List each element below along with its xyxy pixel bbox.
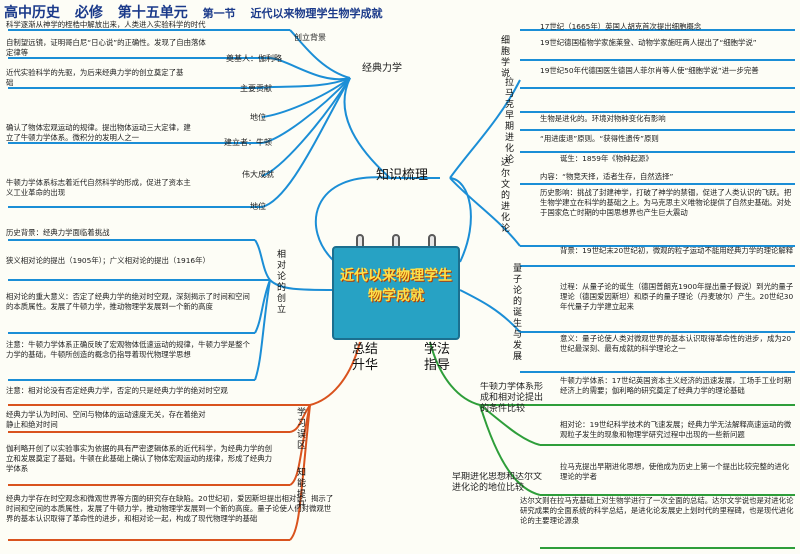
branch-compare2: 早期进化思想和达尔文进化论的地位比较 <box>452 472 542 493</box>
compare2-lamarck: 拉马克提出早期进化思想，使他成为历史上第一个提出比较完整的进化理论的学者 <box>560 462 790 481</box>
classical-status2-label: 地位 <box>250 202 266 211</box>
branch-quantum: 量子论的诞生与发展 <box>512 264 522 362</box>
center-board-panel: 近代以来物理学生物学成就 <box>332 246 460 340</box>
quantum-meaning: 意义：量子论使人类对微观世界的基本认识取得革命性的进步，成为20世纪最深刻、最有… <box>560 334 792 353</box>
relativity-proposal: 狭义相对论的提出（1905年）；广义相对论的提出（1916年） <box>6 256 210 265</box>
relativity-significance: 相对论的重大意义：否定了经典力学的绝对时空观，深刻揭示了时间和空间的本质属性。发… <box>6 292 250 311</box>
header-course: 必修 <box>74 5 103 21</box>
compare1-newton: 牛顿力学体系：17世纪英国资本主义经济的迅速发展，工场手工业时期经济上的需要；伽… <box>560 376 792 395</box>
classical-founder-label: 奠基人：伽利略 <box>226 54 282 63</box>
cell-p2: 19世纪德国植物学家施莱登、动物学家施旺两人提出了“细胞学说” <box>540 38 757 47</box>
classical-contrib-label: 主要贡献 <box>240 84 272 93</box>
header-subject: 高中历史 <box>4 5 60 21</box>
improve-p1: 伽利略开创了以实验事实为依据的具有严密逻辑体系的近代科学，为经典力学的创立和发展… <box>6 444 273 473</box>
branch-method: 学法指导 <box>424 342 451 373</box>
center-board: 近代以来物理学生物学成就 <box>332 234 462 342</box>
center-title: 近代以来物理学生物学成就 <box>340 268 452 304</box>
branch-lamarck: 拉马克早期进化论 <box>504 78 514 165</box>
classical-contrib: 近代实验科学的先驱，为后来经典力学的创立奠定了基础 <box>6 68 184 87</box>
darwin-content: 内容：“物竞天择，适者生存，自然选择” <box>540 172 674 181</box>
classical-achieve: 确认了物体宏观运动的规律。提出物体运动三大定律，建立了牛顿力学体系。微积分的发明… <box>6 123 191 142</box>
darwin-birth: 诞生：1859年《物种起源》 <box>560 154 653 163</box>
darwin-impact: 历史影响：挑战了封建神学，打破了神学的禁锢，促进了人类认识的飞跃。把生物学建立在… <box>540 188 792 217</box>
header-section: 第一节 <box>202 7 236 20</box>
header-unit: 第十五单元 <box>117 5 188 21</box>
quantum-process: 过程：从量子论的诞生（德国普朗克1900年提出量子假说）到光的量子理论（德国爱因… <box>560 282 794 311</box>
branch-misunderstand: 学习误区 <box>296 408 306 451</box>
page-header: 高中历史 必修 第十五单元 第一节 近代以来物理学生物学成就 <box>4 2 393 22</box>
branch-knowledge: 知识梳理 <box>376 168 429 183</box>
header-topic: 近代以来物理学生物学成就 <box>250 7 383 20</box>
relativity-bg: 历史背景：经典力学面临着挑战 <box>6 228 110 237</box>
cell-p3: 19世纪50年代德国医生德国人菲尔肖等人使“细胞学说”进一步完善 <box>540 66 759 75</box>
classical-status-label: 地位 <box>250 113 266 122</box>
classical-bg1: 科学逐渐从神学的桎梏中解放出来，人类进入实验科学的时代 <box>6 20 206 29</box>
branch-compare1: 牛顿力学体系形成和相对论提出的条件比较 <box>480 382 544 414</box>
misunderstand-point: 经典力学认为时间、空间与物体的运动速度无关，存在着绝对静止和绝对时间 <box>6 410 206 429</box>
classical-bg2: 自制望远镜，证明哥白尼“日心说”的正确性。发现了自由落体定律等 <box>6 38 206 57</box>
lamarck-p2: “用进废退”原则。“获得性遗传”原则 <box>540 134 659 143</box>
branch-improve: 知能提升 <box>296 468 306 511</box>
branch-relativity: 相对论的创立 <box>276 250 286 315</box>
lamarck-p1: 生物是进化的。环境对物种变化有影响 <box>540 114 666 123</box>
classical-status: 牛顿力学体系标志着近代自然科学的形成，促进了资本主义工业革命的出现 <box>6 178 191 197</box>
branch-cell: 细胞学说 <box>500 36 510 79</box>
quantum-bg: 背景：19世纪末20世纪初，微观的粒子运动不能用经典力学的理论解释 <box>560 246 794 255</box>
classical-bg-label: 创立背景 <box>294 33 326 42</box>
compare1-relativity: 相对论：19世纪科学技术的飞速发展；经典力学无法解释高速运动的微观粒子发生的现象… <box>560 420 792 439</box>
branch-classical: 经典力学 <box>362 63 402 74</box>
relativity-note: 注意：牛顿力学体系正确反映了宏观物体低速运动的规律，牛顿力学是整个力学的基础，牛… <box>6 340 250 359</box>
compare2-darwin: 达尔文则在拉马克基础上对生物学进行了一次全面的总结。达尔文学说也是对进化论研究成… <box>520 496 794 525</box>
improve-p2: 经典力学存在时空观念和微观世界等方面的研究存在缺陷。20世纪初，爱因斯坦提出相对… <box>6 494 334 523</box>
classical-achieve-label: 伟大成就 <box>242 170 274 179</box>
cell-p1: 17世纪（1665年）英国人胡克首次提出细胞概念 <box>540 22 702 31</box>
misunderstand-note: 注意：相对论没有否定经典力学，否定的只是经典力学的绝对时空观 <box>6 386 228 395</box>
branch-darwin: 达尔文的进化论 <box>500 158 510 234</box>
branch-summary: 总结升华 <box>352 342 379 373</box>
classical-builder-label: 建立者：牛顿 <box>224 138 272 147</box>
